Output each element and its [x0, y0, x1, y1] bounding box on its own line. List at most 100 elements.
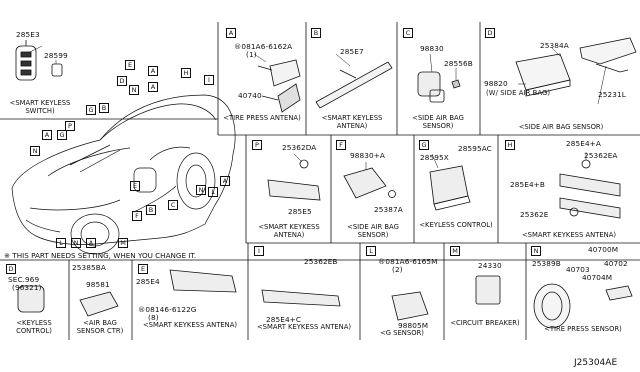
- car-callout-m: M: [118, 238, 128, 248]
- panel-d-letter: D: [485, 28, 495, 38]
- car-callout-a5: A: [86, 238, 96, 248]
- panel-i-caption: <SMART KEYKESS ANTENA): [256, 323, 352, 331]
- panel-n-part-3: 40703: [566, 265, 590, 274]
- panel-d-part-3: 25231L: [598, 90, 626, 99]
- panel-c-letter: C: [403, 28, 413, 38]
- panel-l-part-2: 98805M: [398, 321, 429, 330]
- panel-g-caption: <KEYLESS CONTROL): [419, 221, 493, 229]
- smart-antenna-p-drawing: [267, 159, 321, 201]
- panel-m-caption: <CIRCUIT BREAKER): [450, 319, 520, 327]
- smart-keyless-switch-caption: <SMART KEYLESS SWITCH): [9, 99, 71, 115]
- panel-d-caption: <SIDE AIR BAG SENSOR): [518, 123, 604, 131]
- car-callout-e: E: [125, 60, 135, 70]
- car-callout-n4: N: [71, 238, 81, 248]
- panel-b-letter: B: [311, 28, 321, 38]
- panel-keyless-part-sub: (96321): [12, 283, 42, 292]
- car-callout-a2: A: [148, 82, 158, 92]
- panel-n-part-4: 40702: [604, 259, 628, 268]
- panel-b-caption: <SMART KEYLESS ANTENA): [321, 114, 383, 130]
- car-callout-g2: G: [57, 130, 67, 140]
- car-callout-n: N: [129, 85, 139, 95]
- panel-h-letter: H: [505, 140, 515, 150]
- panel-d-part-2: 98820: [484, 79, 508, 88]
- panel-i-part-2: 285E4+C: [266, 315, 302, 324]
- car-callout-a3: A: [42, 130, 52, 140]
- panel-c-caption: <SIDE AIR BAG SENSOR): [412, 114, 464, 130]
- bottom-row-drawings: [17, 269, 633, 329]
- car-callout-f: F: [132, 211, 142, 221]
- car-callout-e2: E: [130, 181, 140, 191]
- panel-e-part-1: 285E4: [136, 277, 160, 286]
- panel-a-bolt-code: ®081A6-6162A: [234, 42, 293, 51]
- panel-g-letter: G: [419, 140, 429, 150]
- panel-h-part-4: 25362E: [520, 210, 549, 219]
- side-air-bag-sensor-c-drawing: [417, 71, 461, 103]
- car-callout-b2: B: [146, 205, 156, 215]
- panel-keyless-letter: D: [6, 264, 16, 274]
- panel-h-part-1: 285E4+A: [566, 139, 601, 148]
- panel-i-part-1: 25362EB: [304, 257, 338, 266]
- panel-f-part-1: 98830+A: [350, 151, 386, 160]
- panel-f-caption: <SIDE AIR BAG SENSOR): [347, 223, 399, 239]
- panel-d-part-1: 25384A: [540, 41, 569, 50]
- panel-e-part-2: ®08146-6122G: [138, 305, 197, 314]
- panel-g-part-2: 28595AC: [458, 144, 492, 153]
- panel-keyless-part: SEC.969: [8, 275, 40, 284]
- car-callout-n3: N: [196, 185, 206, 195]
- panel-l-part-1-qty: (2): [392, 265, 403, 274]
- smart-keyless-antenna-b-drawing: [315, 61, 393, 109]
- panel-f-letter: F: [336, 140, 346, 150]
- panel-c-part-1: 98830: [420, 44, 444, 53]
- panel-a-part: 40740: [238, 91, 262, 100]
- panel-n-part-5: 40704M: [582, 273, 613, 282]
- panel-f-part-2: 25387A: [374, 205, 403, 214]
- panel-b-part: 285E7: [340, 47, 364, 56]
- car-callout-h: H: [181, 68, 191, 78]
- car-callout-l: L: [208, 187, 218, 197]
- car-callout-a4: A: [220, 176, 230, 186]
- panel-i-letter: I: [254, 246, 264, 256]
- setting-note: ※ THIS PART NEEDS SETTING, WHEN YOU CHAN…: [4, 251, 197, 260]
- car-callout-l2: L: [56, 238, 66, 248]
- side-air-bag-sensor-f-drawing: [343, 167, 396, 199]
- panel-h-caption: <SMART KEYKESS ANTENA): [521, 231, 617, 239]
- panel-l-part-1: ®081A6-6165M: [378, 257, 438, 266]
- car-callout-g: G: [86, 105, 96, 115]
- panel-n-caption: <TIRE PRESS SENSOR): [544, 325, 622, 333]
- panel-m-letter: M: [450, 246, 460, 256]
- smart-key-drawing: [15, 40, 63, 81]
- panel-n-letter: N: [531, 246, 541, 256]
- panel-h-part-3: 285E4+B: [510, 180, 546, 189]
- car-callout-p: P: [65, 121, 75, 131]
- part-285e3: 285E3: [16, 30, 40, 39]
- part-28599: 28599: [44, 51, 68, 60]
- car-callout-i: I: [204, 75, 214, 85]
- panel-m-part: 24330: [478, 261, 502, 270]
- car-callout-d: D: [117, 76, 127, 86]
- panel-p-letter: P: [252, 140, 262, 150]
- panel-c-part-2: 28556B: [444, 59, 473, 68]
- keyless-control-g-drawing: [429, 165, 471, 211]
- panel-abs-part-2: 98581: [86, 280, 110, 289]
- panel-a-letter: A: [226, 28, 236, 38]
- panel-a-caption: <TIRE PRESS ANTENA): [223, 114, 301, 122]
- smart-antenna-h-drawing: [559, 159, 621, 219]
- panel-a-bolt-qty: (1): [246, 50, 257, 59]
- panel-g-part-1: 28595X: [420, 153, 449, 162]
- tire-press-antenna-drawing: [257, 59, 301, 113]
- car-callout-c: C: [168, 200, 178, 210]
- drawing-code: J25304AE: [574, 358, 618, 368]
- panel-e-caption: <SMART KEYKESS ANTENA): [142, 321, 238, 329]
- panel-p-part-2: 285E5: [288, 207, 312, 216]
- panel-p-part-1: 25362DA: [282, 143, 317, 152]
- panel-abs-caption: <AIR BAG SENSOR CTR): [76, 319, 124, 335]
- panel-p-caption: <SMART KEYKESS ANTENA): [258, 223, 320, 239]
- side-air-bag-sensor-d-drawing: [515, 37, 637, 97]
- panel-l-caption: <G SENSOR): [380, 329, 424, 337]
- panel-l-letter: L: [366, 246, 376, 256]
- panel-d-part-2-note: (W/ SIDE AIR BAG): [486, 89, 551, 97]
- panel-keyless-caption: <KEYLESS CONTROL): [16, 319, 52, 335]
- panel-n-part-1: 40700M: [588, 245, 619, 254]
